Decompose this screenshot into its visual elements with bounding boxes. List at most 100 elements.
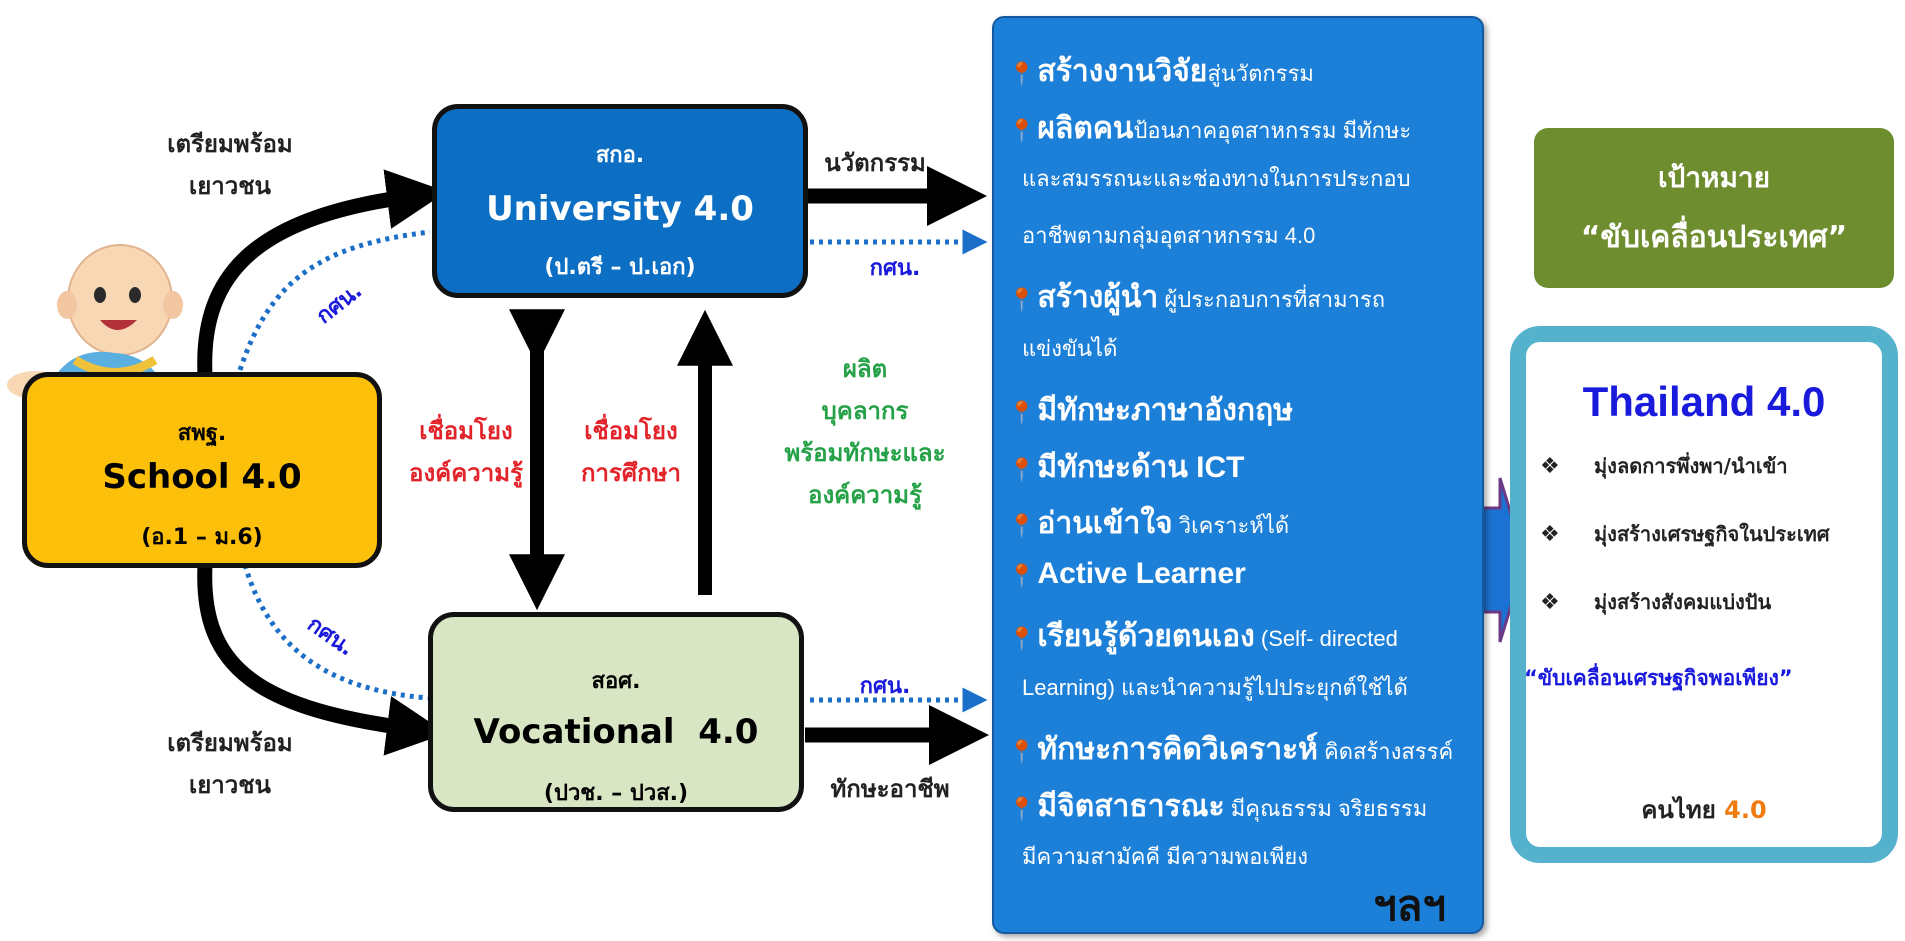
location-pin-icon: 📍 bbox=[1008, 626, 1036, 651]
career-skills-label: ทักษะอาชีพ bbox=[830, 775, 950, 803]
arrow-school-to-vocational bbox=[197, 564, 447, 756]
skill-item: มีความสามัคคี มีความพอเพียง bbox=[1008, 839, 1308, 889]
thailand-slogan: “ขับเคลื่อนเศรษฐกิจพอเพียง” bbox=[1524, 666, 1793, 690]
skill-item-title: สร้างผู้นำ bbox=[1037, 281, 1159, 314]
skill-item-title: ผลิตคน bbox=[1037, 111, 1134, 145]
prepare-youth-bottom: เตรียมพร้อม เยาวชน bbox=[140, 722, 320, 806]
skill-item-title: เรียนรู้ด้วยตนเอง bbox=[1037, 620, 1255, 653]
skill-item-text: อาชีพตามกลุ่มอุตสาหกรรม 4.0 bbox=[1022, 222, 1316, 248]
location-pin-icon: 📍 bbox=[1008, 562, 1036, 588]
nfe-voc-right-label: กศน. bbox=[859, 674, 911, 699]
produce-line1: ผลิต bbox=[842, 355, 888, 383]
vocational-range: (ปวช. – ปวส.) bbox=[543, 781, 689, 806]
skill-item-text: และสมรรถนะและช่องทางในการประกอบ bbox=[1022, 166, 1411, 191]
link-education-line1: เชื่อมโยง bbox=[584, 417, 678, 445]
skill-item-text: คิดสร้างสรรค์ bbox=[1317, 739, 1454, 764]
link-education-line2: การศึกษา bbox=[581, 459, 681, 487]
skill-item-text: มีความสามัคคี มีความพอเพียง bbox=[1022, 844, 1309, 869]
thailand-title: Thailand 4.0 bbox=[1582, 378, 1826, 425]
dotted-school-to-university bbox=[237, 229, 431, 371]
skill-item: 📍มีจิตสาธารณะ มีคุณธรรม จริยธรรม bbox=[1008, 783, 1427, 833]
location-pin-icon: 📍 bbox=[1008, 117, 1036, 143]
people-version: 4.0 bbox=[1724, 796, 1767, 824]
goal-box: เป้าหมาย “ขับเคลื่อนประเทศ” bbox=[1534, 128, 1894, 288]
skill-item: Learning) และนำความรู้ไปประยุกต์ใช้ได้ bbox=[1008, 670, 1408, 720]
link-knowledge: เชื่อมโยง องค์ความรู้ bbox=[396, 410, 536, 494]
skill-item: 📍เรียนรู้ด้วยตนเอง (Self- directed bbox=[1008, 613, 1398, 663]
link-knowledge-line2: องค์ความรู้ bbox=[409, 459, 523, 487]
skill-item-title: Active Learner bbox=[1037, 556, 1246, 590]
skill-item: และสมรรถนะและช่องทางในการประกอบ bbox=[1008, 161, 1411, 211]
skill-item-text: วิเคราะห์ได้ bbox=[1172, 513, 1290, 538]
location-pin-icon: 📍 bbox=[1008, 795, 1036, 821]
dotted-school-to-vocational bbox=[242, 564, 429, 701]
etc-label: ฯลฯ bbox=[1373, 881, 1446, 930]
nfe-univ-right-label: กศน. bbox=[869, 256, 921, 281]
skill-item-title: มีทักษะภาษาอังกฤษ bbox=[1037, 394, 1294, 427]
school-node: สพฐ. School 4.0 (อ.1 – ม.6) bbox=[22, 372, 382, 568]
skill-item: 📍มีทักษะภาษาอังกฤษ bbox=[1008, 387, 1293, 437]
thailand-box: Thailand 4.0 ❖ มุ่งลดการพึ่งพา/นำเข้า ❖ มุ่… bbox=[1510, 326, 1898, 863]
skill-item-title: ทักษะการคิดวิเคราะห์ bbox=[1037, 733, 1318, 766]
goal-line2: “ขับเคลื่อนประเทศ” bbox=[1580, 220, 1848, 255]
thailand-bullet-text: มุ่งลดการพึ่งพา/นำเข้า bbox=[1594, 454, 1788, 478]
skill-item-text: Learning) และนำความรู้ไปประยุกต์ใช้ได้ bbox=[1022, 674, 1408, 700]
school-range: (อ.1 – ม.6) bbox=[141, 525, 263, 550]
skill-item: อาชีพตามกลุ่มอุตสาหกรรม 4.0 bbox=[1008, 218, 1315, 268]
location-pin-icon: 📍 bbox=[1008, 456, 1036, 482]
prepare-youth-top: เตรียมพร้อม เยาวชน bbox=[140, 123, 320, 207]
skill-item: 📍อ่านเข้าใจ วิเคราะห์ได้ bbox=[1008, 500, 1289, 550]
skill-item-title: มีทักษะด้าน ICT bbox=[1037, 450, 1245, 484]
diamond-bullet-icon: ❖ bbox=[1540, 522, 1560, 547]
university-agency: สกอ. bbox=[595, 143, 645, 168]
skill-item-text: แข่งขันได้ bbox=[1022, 335, 1118, 361]
location-pin-icon: 📍 bbox=[1008, 739, 1036, 764]
location-pin-icon: 📍 bbox=[1008, 400, 1036, 425]
diamond-bullet-icon: ❖ bbox=[1540, 454, 1560, 479]
produce-line2: บุคลากร bbox=[821, 397, 909, 425]
vocational-agency: สอศ. bbox=[591, 669, 641, 694]
thailand-bullet-text: มุ่งสร้างสังคมแบ่งปัน bbox=[1594, 590, 1772, 614]
school-title: School 4.0 bbox=[102, 457, 302, 497]
skill-item: 📍มีทักษะด้าน ICT bbox=[1008, 444, 1245, 494]
skill-item-title: อ่านเข้าใจ bbox=[1037, 507, 1173, 540]
skill-item-text: ผู้ประกอบการที่สามารถ bbox=[1158, 287, 1386, 312]
university-node: สกอ. University 4.0 (ป.ตรี – ป.เอก) bbox=[432, 104, 808, 298]
people-prefix: คนไทย bbox=[1641, 796, 1716, 824]
skill-item-text: มีคุณธรรม จริยธรรม bbox=[1224, 795, 1428, 821]
location-pin-icon: 📍 bbox=[1008, 513, 1036, 538]
innovation-label: นวัตกรรม bbox=[824, 149, 926, 177]
thailand-people: คนไทย 4.0 bbox=[1526, 790, 1882, 829]
diamond-bullet-icon: ❖ bbox=[1540, 590, 1560, 615]
school-agency: สพฐ. bbox=[177, 421, 227, 446]
skills-panel: 📍สร้างงานวิจัยสู่นวัตกรรม📍ผลิตคนป้อนภาคอ… bbox=[992, 16, 1484, 934]
skill-item: 📍Active Learner bbox=[1008, 557, 1246, 607]
vocational-title: Vocational 4.0 bbox=[473, 712, 759, 752]
skill-item: 📍ผลิตคนป้อนภาคอุตสาหกรรม มีทักษะ bbox=[1008, 105, 1411, 155]
skill-item: 📍ทักษะการคิดวิเคราะห์ คิดสร้างสรรค์ bbox=[1008, 726, 1453, 776]
prepare-bottom-line2: เยาวชน bbox=[189, 771, 271, 799]
thailand-bullet: ❖ มุ่งสร้างเศรษฐกิจในประเทศ bbox=[1540, 518, 1830, 550]
skill-item: 📍สร้างผู้นำ ผู้ประกอบการที่สามารถ bbox=[1008, 274, 1385, 324]
location-pin-icon: 📍 bbox=[1008, 61, 1036, 86]
prepare-bottom-line1: เตรียมพร้อม bbox=[167, 729, 293, 757]
location-pin-icon: 📍 bbox=[1008, 287, 1036, 312]
university-title: University 4.0 bbox=[486, 189, 754, 229]
thailand-bullet: ❖ มุ่งลดการพึ่งพา/นำเข้า bbox=[1540, 450, 1788, 482]
skill-item-text: ป้อนภาคอุตสาหกรรม มีทักษะ bbox=[1133, 117, 1412, 143]
university-range: (ป.ตรี – ป.เอก) bbox=[544, 255, 696, 280]
goal-line1: เป้าหมาย bbox=[1657, 161, 1771, 194]
produce-line3: พร้อมทักษะและ bbox=[784, 439, 946, 467]
link-education: เชื่อมโยง การศึกษา bbox=[566, 410, 696, 494]
skill-item-title: มีจิตสาธารณะ bbox=[1037, 789, 1225, 823]
produce-personnel: ผลิต บุคลากร พร้อมทักษะและ องค์ความรู้ bbox=[760, 348, 970, 516]
skill-item-text: (Self- directed bbox=[1254, 626, 1398, 651]
vocational-node: สอศ. Vocational 4.0 (ปวช. – ปวส.) bbox=[428, 612, 804, 812]
arrow-school-to-university bbox=[197, 169, 447, 376]
skill-item-title: สร้างงานวิจัย bbox=[1037, 55, 1208, 88]
thailand-bullet-text: มุ่งสร้างเศรษฐกิจในประเทศ bbox=[1594, 522, 1830, 546]
skill-item-text: สู่นวัตกรรม bbox=[1207, 61, 1314, 86]
link-knowledge-line1: เชื่อมโยง bbox=[419, 417, 513, 445]
prepare-top-line2: เยาวชน bbox=[189, 172, 271, 200]
